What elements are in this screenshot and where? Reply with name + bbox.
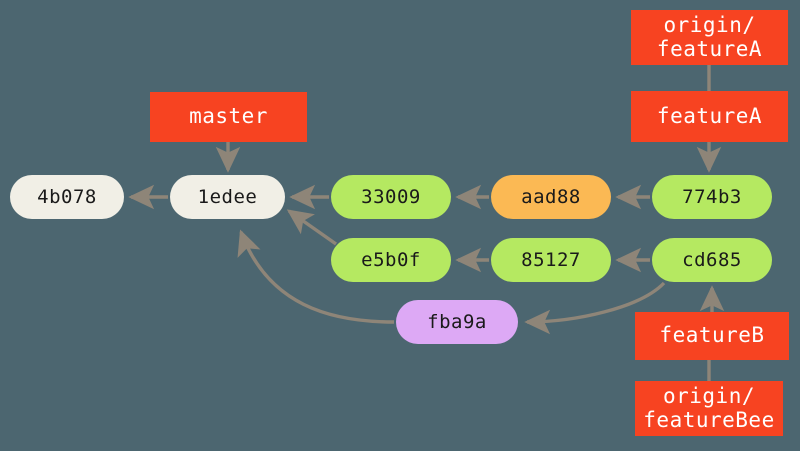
- commit-node-33009[interactable]: 33009: [331, 175, 451, 219]
- commit-node-774b3[interactable]: 774b3: [652, 175, 772, 219]
- branch-label-text: featureB: [659, 323, 765, 348]
- commit-label: 1edee: [197, 186, 258, 208]
- branch-label-origin-featureA[interactable]: origin/ featureA: [631, 10, 788, 65]
- commit-node-fba9a[interactable]: fba9a: [396, 300, 518, 344]
- commit-label: fba9a: [427, 311, 487, 333]
- branch-label-text: master: [189, 104, 268, 129]
- edge-cd685-to-fba9a: [524, 281, 666, 335]
- commit-node-cd685[interactable]: cd685: [652, 238, 772, 282]
- commit-label: 33009: [361, 186, 421, 208]
- branch-label-text: origin/ featureBee: [643, 383, 775, 432]
- commit-label: e5b0f: [361, 249, 421, 271]
- branch-label-text: origin/ featureA: [656, 12, 763, 61]
- commit-node-aad88[interactable]: aad88: [491, 175, 611, 219]
- commit-node-4b078[interactable]: 4b078: [10, 175, 124, 219]
- commit-node-1edee[interactable]: 1edee: [170, 175, 285, 219]
- commit-label: 4b078: [37, 186, 97, 208]
- branch-label-featureB[interactable]: featureB: [635, 312, 789, 360]
- branch-label-origin-featureBee[interactable]: origin/ featureBee: [635, 381, 783, 436]
- edge-e5b0f-to-1edee: [286, 209, 337, 246]
- branch-label-text: featureA: [656, 103, 763, 128]
- commit-label: 774b3: [682, 186, 742, 208]
- commit-node-85127[interactable]: 85127: [491, 238, 611, 282]
- edge-fba9a-to-1edee: [237, 229, 395, 324]
- commit-node-e5b0f[interactable]: e5b0f: [331, 238, 451, 282]
- commit-label: 85127: [521, 249, 581, 271]
- commit-label: aad88: [521, 186, 581, 208]
- branch-label-featureA[interactable]: featureA: [631, 91, 788, 142]
- branch-label-master[interactable]: master: [150, 92, 307, 142]
- commit-label: cd685: [682, 249, 742, 271]
